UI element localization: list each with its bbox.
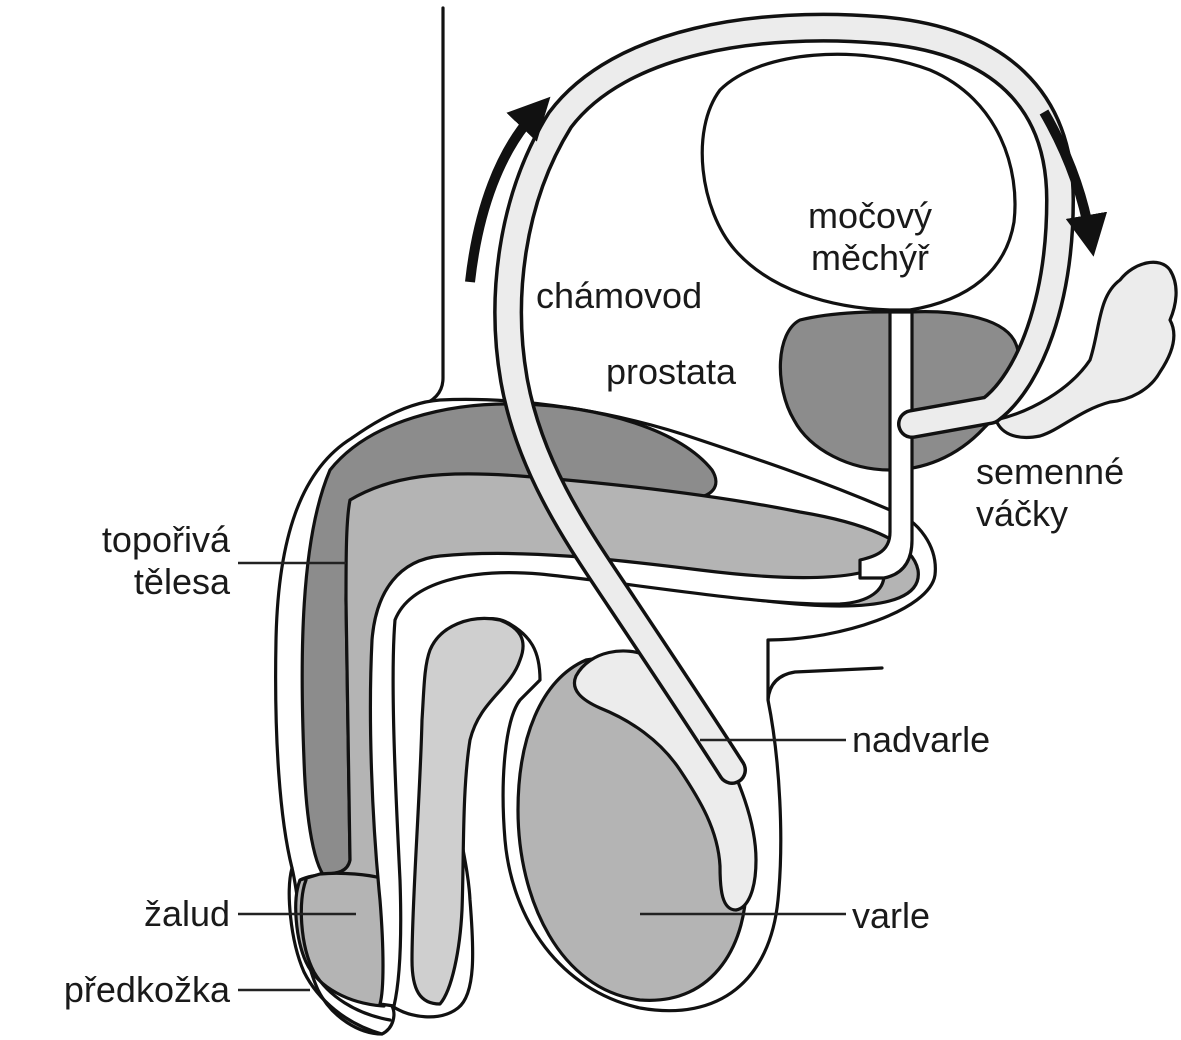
- label-nadvarle: nadvarle: [852, 719, 990, 760]
- glans: [296, 873, 390, 1006]
- label-mocovy: močový: [808, 195, 932, 236]
- label-semenne: semenné: [976, 451, 1124, 492]
- label-varle: varle: [852, 895, 930, 936]
- label-mechyr: měchýř: [811, 237, 930, 278]
- label-toporiva: topořivá: [102, 519, 231, 560]
- abdominal-wall-line: [352, 8, 443, 438]
- label-zalud: žalud: [144, 893, 230, 934]
- scrotum-skin-line: [768, 668, 882, 720]
- label-telesa: tělesa: [134, 561, 231, 602]
- label-prostata: prostata: [606, 351, 737, 392]
- label-chamovod: chámovod: [536, 275, 702, 316]
- label-vacky: váčky: [976, 493, 1068, 534]
- label-predkozka: předkožka: [64, 969, 231, 1010]
